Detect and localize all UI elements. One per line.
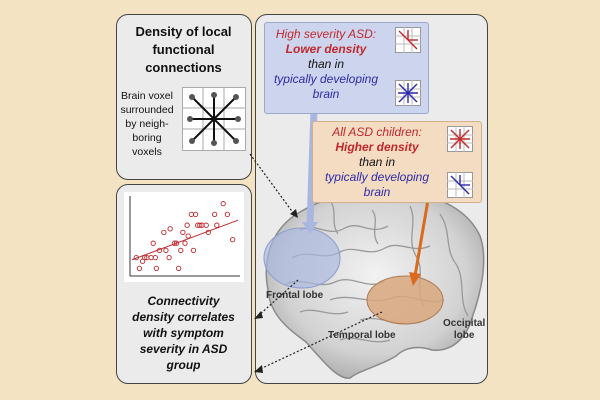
scatter-point [178,247,184,254]
trend-line [131,219,239,261]
occipital-lobe-label: Occipital lobe [443,318,485,342]
box-line: All ASD children: [332,125,422,139]
voxel-sparse-blue-icon [447,172,473,198]
box-line: Higher density [335,140,419,154]
box-line: than in [358,155,396,169]
occipital-line: lobe [453,330,475,341]
box-line: High severity ASD: [275,27,377,41]
scatter-point [220,200,226,207]
scatter-point [161,229,167,236]
scatter-point [224,211,231,218]
box-line: than in [307,57,345,71]
caption-line: Connectivity [147,294,220,308]
title-line: Density of local [135,24,232,39]
scatter-chart [124,192,244,282]
voxel-dense-red-icon [447,126,473,152]
scatter-point [136,265,143,272]
scatter-point [167,226,173,232]
title-line: connections [145,60,222,75]
occipital-line: Occipital [443,318,486,329]
caption-line: group [166,358,201,372]
scatter-point [180,229,186,236]
voxel-grid-icon [182,87,246,151]
caption-line: by neigh- [125,118,169,130]
density-title: Density of local functional connections [117,23,250,77]
scatter-point [133,254,139,261]
scatter-point [152,254,158,261]
voxel-sparse-red-icon [395,27,421,53]
scatter-point [205,229,211,236]
scatter-point [230,236,236,243]
caption-line: boring [132,132,162,144]
scatter-point [212,211,218,218]
caption-line: severity in ASD [139,342,228,356]
box-line: Lower density [285,42,367,56]
scatter-point [166,254,172,261]
all-asd-text: All ASD children: Higher density than in… [313,125,441,200]
scatter-point [171,240,178,246]
box-line: brain [363,185,391,199]
box-line: typically developing [273,72,379,86]
caption-line: Brain voxel [121,90,173,102]
scatter-point [182,240,188,246]
scatter-point [214,222,220,228]
scatter-point [150,240,156,246]
scatter-point [175,265,182,272]
correlation-panel: Connectivity density correlates with sym… [116,184,252,384]
temporal-lobe-label: Temporal lobe [328,330,396,341]
scatter-point [153,265,160,272]
scatter-point [197,222,203,228]
scatter-point [173,240,180,246]
box-line: typically developing [324,170,430,184]
scatter-point [142,254,148,261]
scatter-point [192,211,199,218]
voxel-caption: Brain voxel surrounded by neigh- boring … [117,89,177,159]
title-line: functional [152,42,215,57]
scatter-point [156,247,163,254]
caption-line: with symptom [143,326,224,340]
scatter-point [190,247,197,254]
scatter-point [163,247,169,254]
frontal-lobe-label: Frontal lobe [266,290,324,301]
caption-line: voxels [132,146,162,158]
voxel-dense-blue-icon [395,80,421,106]
high-severity-text: High severity ASD: Lower density than in… [265,27,387,102]
box-line: brain [312,87,340,101]
scatter-point [203,222,209,228]
scatter-point [185,233,191,239]
correlation-caption: Connectivity density correlates with sym… [117,293,250,373]
density-panel: Density of local functional connections … [116,14,252,180]
caption-line: density correlates [132,310,235,324]
caption-line: surrounded [120,104,174,116]
scatter-point [184,222,190,228]
